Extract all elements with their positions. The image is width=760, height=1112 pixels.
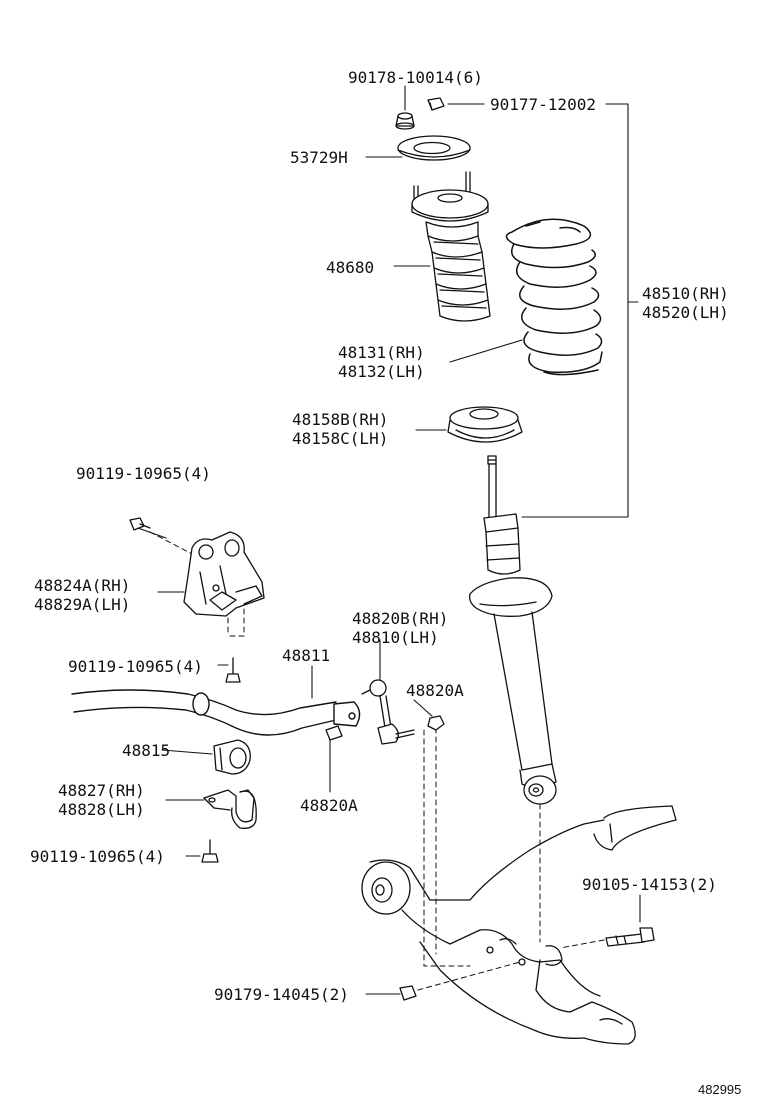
callout-arm-nut: 90179-14045(2) — [214, 985, 349, 1004]
lower-control-arm — [361, 805, 677, 1045]
spring-seat — [447, 406, 523, 443]
callout-bracket-lh: 48829A(LH) — [34, 595, 131, 614]
stabilizer-clamp — [203, 789, 257, 829]
callout-bolt-middle: 90119-10965(4) — [68, 657, 203, 676]
callout-clamp-rh: 48827(RH) — [58, 781, 145, 800]
callout-bracket: 48824A(RH) 48829A(LH) — [34, 576, 130, 614]
callout-link-nut-lower: 48820A — [300, 796, 358, 815]
callout-link-nut-upper: 48820A — [406, 681, 464, 700]
callout-absorber-rh: 48510(RH) — [642, 284, 729, 303]
callout-washer: 53729H — [290, 148, 348, 167]
callout-bracket-rh: 48824A(RH) — [34, 576, 131, 595]
callout-spring-seat: 48158B(RH) 48158C(LH) — [292, 410, 388, 448]
callout-shock-absorber: 48510(RH) 48520(LH) — [642, 284, 729, 322]
callout-bolt-upper: 90119-10965(4) — [76, 464, 211, 483]
bolt-lower — [201, 839, 219, 863]
arm-nut — [399, 985, 417, 1001]
stabilizer-link — [361, 679, 415, 745]
callout-absorber-lh: 48520(LH) — [642, 303, 729, 322]
callout-link-lh: 48810(LH) — [352, 628, 439, 647]
callout-link-rh: 48820B(RH) — [352, 609, 449, 628]
callout-clamp: 48827(RH) 48828(LH) — [58, 781, 145, 819]
link-nut-lower — [325, 725, 343, 741]
callout-coil-spring: 48131(RH) 48132(LH) — [338, 343, 425, 381]
callout-bolt-lower: 90119-10965(4) — [30, 847, 165, 866]
upper-washer — [397, 135, 471, 161]
callout-nut-90178: 90178-10014(6) — [348, 68, 483, 87]
callout-stabilizer-link: 48820B(RH) 48810(LH) — [352, 609, 448, 647]
nut-90178 — [395, 112, 415, 130]
stabilizer-bar — [71, 689, 361, 736]
bolt-upper — [129, 517, 151, 531]
callout-spring-rh: 48131(RH) — [338, 343, 425, 362]
callout-seat-rh: 48158B(RH) — [292, 410, 389, 429]
nut-90177 — [427, 97, 445, 111]
callout-clamp-lh: 48828(LH) — [58, 800, 145, 819]
arm-bolt — [605, 927, 655, 947]
coil-spring — [505, 218, 603, 376]
bump-stopper — [411, 171, 491, 322]
callout-bump-stopper: 48680 — [326, 258, 375, 277]
leader-lines — [137, 85, 641, 995]
callout-arm-bolt: 90105-14153(2) — [582, 875, 717, 894]
link-nut-upper — [427, 715, 445, 731]
stabilizer-bracket — [183, 531, 265, 617]
bolt-middle — [225, 657, 241, 683]
shock-absorber — [468, 455, 557, 805]
callout-nut-90177: 90177-12002 — [490, 95, 596, 114]
callout-stabilizer-bar: 48811 — [282, 646, 331, 665]
dashed-alignment-lines — [149, 531, 605, 991]
callout-seat-lh: 48158C(LH) — [292, 429, 389, 448]
figure-number: 482995 — [698, 1082, 742, 1097]
stabilizer-bushing — [213, 739, 251, 775]
callout-bushing: 48815 — [122, 741, 171, 760]
callout-spring-lh: 48132(LH) — [338, 362, 425, 381]
